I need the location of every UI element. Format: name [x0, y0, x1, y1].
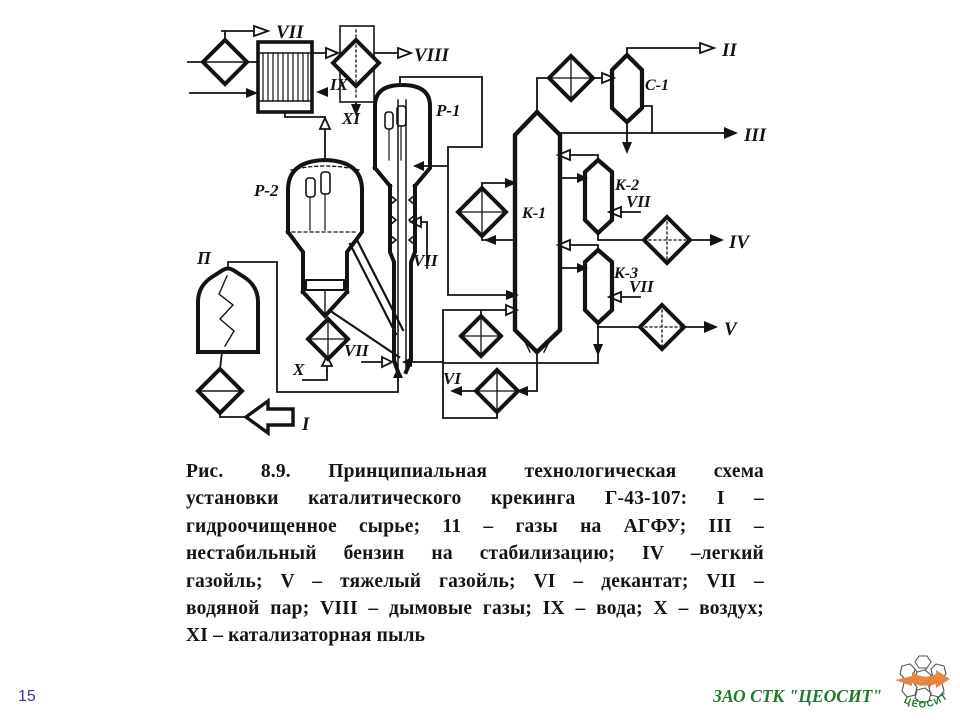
label-r1: Р-1: [435, 101, 461, 120]
label-v: V: [724, 319, 738, 340]
waste-heat-boiler: [256, 40, 314, 114]
label-vii-top: VII: [276, 22, 304, 43]
caption-line: гидроочищенное сырье; 11 – газы на АГФУ;…: [186, 515, 764, 537]
label-k1: К-1: [521, 205, 546, 222]
condenser-c1: [546, 53, 596, 103]
label-x-air: X: [292, 360, 305, 379]
diagram-labels: VII VIII IX XI Р-1 Р-2 П VII X VII I К-1…: [196, 22, 767, 435]
label-iv: IV: [728, 232, 750, 253]
svg-text:ЦЕОСИТ: ЦЕОСИТ: [902, 691, 951, 711]
label-ix: IX: [329, 75, 349, 94]
heat-exchangers: [195, 25, 693, 416]
label-xi: XI: [341, 109, 361, 128]
zeosit-logo: ЦЕОСИТ: [895, 655, 951, 711]
stripper-k3: [582, 247, 615, 326]
logo-text: ЦЕОСИТ: [902, 691, 949, 711]
label-iii: III: [743, 125, 767, 146]
caption-line: газойль; V – тяжелый газойль; VI – декан…: [186, 570, 764, 592]
exchanger-iv: [641, 214, 693, 266]
caption-line: установки каталитического крекинга Г-43-…: [186, 488, 764, 510]
label-vii-k2: VII: [626, 192, 652, 211]
logo-arrow: [895, 670, 950, 688]
caption-line: XI – катализаторная пыль: [186, 625, 426, 647]
slide-valves: [305, 316, 351, 362]
label-k2: К-2: [614, 177, 639, 194]
flue-gas-separator: [330, 25, 382, 103]
exchanger-k1-side: [455, 185, 509, 239]
exchanger-topleft: [200, 37, 250, 87]
exchanger-feed-i: [195, 366, 245, 416]
label-viii: VIII: [414, 45, 449, 66]
furnace: [196, 266, 260, 354]
label-vi: VI: [443, 369, 462, 388]
label-furnace: П: [196, 248, 212, 268]
exchanger-vi: [473, 367, 521, 415]
exchanger-feed: [458, 313, 504, 359]
company-name: ЗАО СТК "ЦЕОСИТ": [713, 686, 882, 706]
label-vii-p1: VII: [413, 251, 439, 270]
label-k3: К-3: [613, 265, 638, 282]
exchanger-v: [637, 302, 687, 352]
regenerator-r2: [285, 157, 364, 319]
caption-line: нестабильный бензин на стабилизацию; IV …: [186, 543, 764, 565]
caption-line: Рис. 8.9. Принципиальная технологическая…: [186, 461, 764, 482]
reactor-r1: [372, 82, 432, 375]
page-number: 15: [18, 688, 36, 705]
feed-block-arrow: [243, 397, 295, 437]
column-k1: [512, 108, 563, 356]
label-c1: С-1: [645, 77, 669, 94]
caption-line: водяной пар; VIII – дымовые газы; IX – в…: [186, 598, 764, 620]
separator-c1: [609, 52, 645, 125]
label-r2: Р-2: [253, 181, 279, 200]
label-i-feed: I: [301, 414, 310, 435]
stripper-k2: [582, 157, 615, 236]
label-vii-riser: VII: [344, 341, 370, 360]
label-vii-k3: VII: [629, 277, 655, 296]
label-ii: II: [721, 40, 737, 61]
figure-caption: Рис. 8.9. Принципиальная технологическая…: [186, 458, 764, 650]
